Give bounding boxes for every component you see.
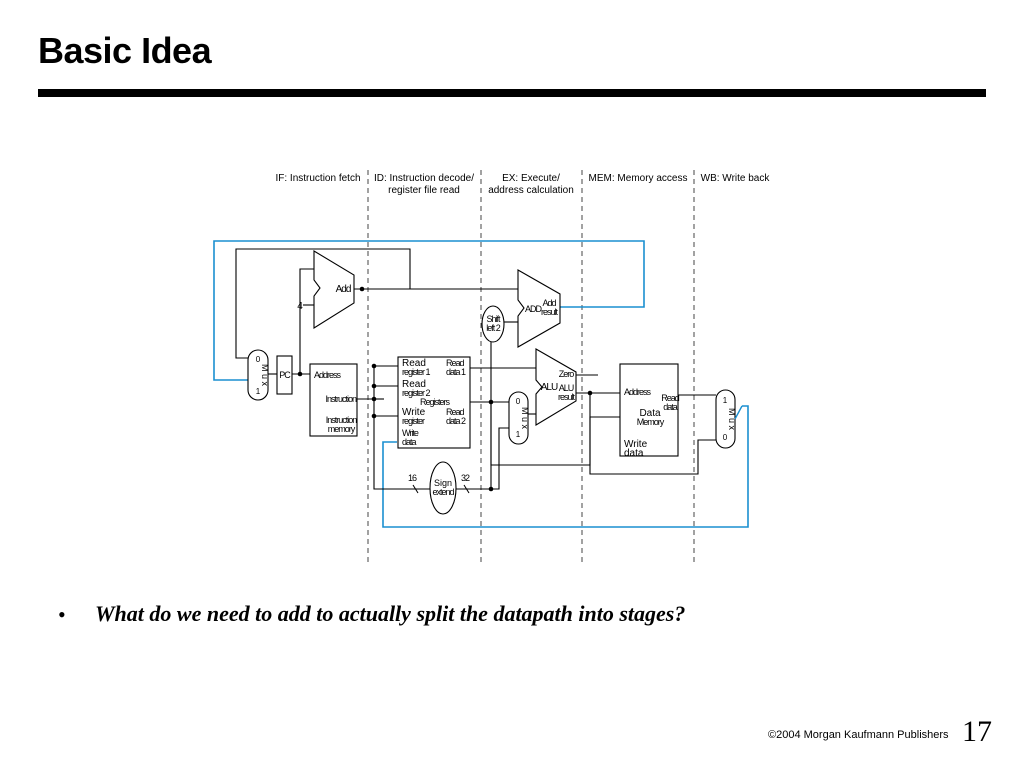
branch-adder-label-b1: Add	[542, 298, 556, 308]
sign-extend-label-1: Sign	[434, 478, 452, 488]
footer-copyright: ©2004 Morgan Kaufmann Publishers	[768, 729, 949, 741]
data-memory: Address Read data Data Memory Write data	[619, 363, 681, 459]
wire-junctions	[297, 286, 593, 492]
reg-read-register-1-b: register 1	[402, 367, 431, 377]
reg-read-data-2-a: Read	[446, 407, 465, 417]
pc-label: PC	[279, 370, 291, 380]
reg-read-data-1-a: Read	[446, 358, 465, 368]
dmem-write-data-b: data	[624, 448, 644, 459]
branch-adder-label-b2: result	[541, 307, 559, 317]
pc-increment-constant: 4	[297, 301, 303, 312]
alu-mux-label: M u x	[520, 407, 530, 430]
bullet-question: What do we need to add to actually split…	[95, 601, 686, 626]
stage-dividers	[367, 170, 695, 562]
reg-read-data-2-b: data 2	[446, 416, 466, 426]
dmem-title-1: Data	[639, 408, 661, 419]
reg-read-register-1-a: Read	[402, 358, 426, 369]
stage-label-wb: WB: Write back	[701, 173, 771, 184]
wb-mux-input-bottom: 0	[723, 433, 728, 442]
pc-mux-input-bottom: 1	[256, 387, 261, 396]
pc-mux: M u x 0 1	[247, 349, 270, 401]
stage-labels: IF: Instruction fetch ID: Instruction de…	[275, 173, 770, 196]
sign-extend-label-2: extend	[432, 487, 454, 497]
shift-label-2: left 2	[486, 323, 501, 333]
branch-adder: ADD Add result	[517, 269, 561, 348]
reg-write-data-b: data	[402, 437, 417, 447]
register-file: Read register 1 Read data 1 Read registe…	[397, 356, 471, 449]
reg-write-register-a: Write	[402, 407, 426, 418]
sign-extend-output-width: 32	[461, 473, 470, 483]
wb-mux-input-top: 1	[723, 396, 728, 405]
datapath-wires	[235, 248, 716, 490]
pc-mux-input-top: 0	[256, 355, 261, 364]
pc-mux-label: M u x	[260, 364, 270, 387]
imem-address-label: Address	[314, 370, 342, 380]
reg-read-register-2-a: Read	[402, 379, 426, 390]
sign-extend: Sign extend 16 32	[408, 461, 471, 515]
reg-write-register-b: register	[402, 416, 425, 426]
instruction-memory: Address Instruction Instruction memory	[309, 363, 358, 437]
dmem-read-data-b: data	[663, 402, 678, 412]
alu-mux-input-bottom: 1	[516, 430, 521, 439]
stage-label-if: IF: Instruction fetch	[275, 173, 360, 184]
shift-label-1: Shift	[486, 314, 501, 324]
dmem-title-2: Memory	[637, 417, 665, 427]
pc-register: PC	[276, 355, 293, 395]
imem-title-2: memory	[328, 424, 356, 434]
page-number: 17	[962, 715, 992, 748]
feedback-wires	[213, 240, 749, 528]
dmem-address-label: Address	[624, 387, 652, 397]
pc-adder: Add 4	[297, 250, 355, 329]
branch-adder-label-a: ADD	[525, 304, 543, 314]
writeback-feedback-wire	[382, 405, 749, 528]
wb-mux-label: M u x	[727, 408, 737, 431]
alu-mux-input-top: 0	[516, 397, 521, 406]
pc-adder-label: Add	[336, 284, 351, 295]
stage-label-mem: MEM: Memory access	[589, 173, 688, 184]
reg-write-data-a: Write	[402, 428, 419, 438]
title-rule	[38, 89, 986, 97]
stage-label-id-1: ID: Instruction decode/	[374, 173, 474, 184]
alu-zero-label: Zero	[559, 369, 575, 379]
stage-label-id-2: register file read	[388, 185, 460, 196]
reg-read-data-1-b: data 1	[446, 367, 466, 377]
dmem-read-data-a: Read	[661, 393, 680, 403]
imem-title-1: Instruction	[326, 415, 358, 425]
alu-result-label-a: ALU	[559, 383, 574, 393]
alu-label: ALU	[541, 382, 558, 393]
alu-result-label-b: result	[558, 392, 576, 402]
writeback-mux: M u x 1 0	[715, 389, 737, 449]
alu-source-mux: M u x 0 1	[508, 391, 530, 445]
branch-target-feedback-wire	[213, 240, 645, 381]
stage-label-ex-2: address calculation	[488, 185, 574, 196]
shift-left-2: Shift left 2	[481, 305, 505, 343]
reg-read-register-2-b: register 2	[402, 388, 431, 398]
slide-title: Basic Idea	[38, 30, 212, 71]
bullet-marker: •	[58, 602, 66, 627]
sign-extend-input-width: 16	[408, 473, 417, 483]
stage-label-ex-1: EX: Execute/	[502, 173, 560, 184]
registers-title: Registers	[420, 397, 451, 407]
dmem-write-data-a: Write	[624, 439, 648, 450]
alu: Zero ALU ALU result	[535, 348, 577, 426]
imem-instruction-label: Instruction	[325, 394, 357, 404]
